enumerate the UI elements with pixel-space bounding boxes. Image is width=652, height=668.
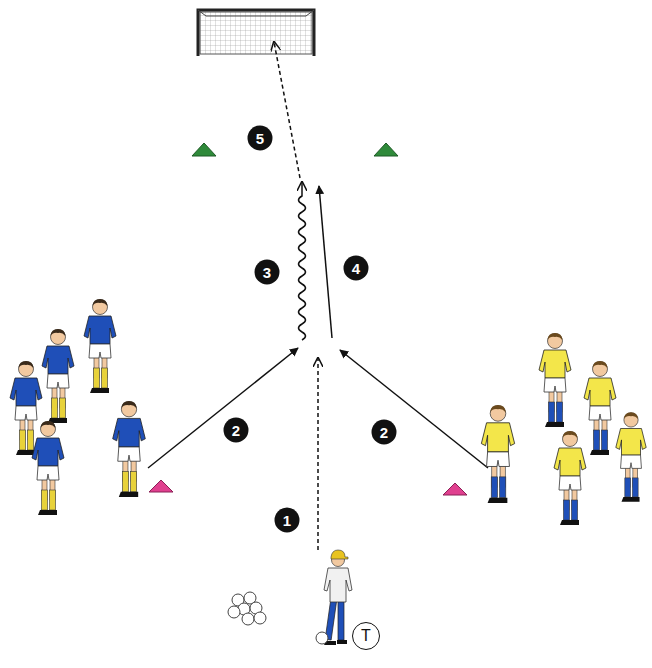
callout-number: 4: [344, 256, 369, 281]
trainer-symbol: T: [352, 622, 380, 650]
goal: [198, 10, 314, 56]
callout-number: 5: [248, 126, 273, 151]
movement-arrows: [148, 42, 488, 550]
coach: [316, 550, 352, 645]
callout-number: 2: [224, 418, 249, 443]
callout-number: 2: [372, 420, 397, 445]
cones: [149, 143, 467, 495]
blue-team: [10, 299, 145, 515]
yellow-team: [481, 333, 646, 525]
callout-number: 3: [255, 260, 280, 285]
ball-pile: [228, 592, 266, 625]
callout-number: 1: [275, 508, 300, 533]
